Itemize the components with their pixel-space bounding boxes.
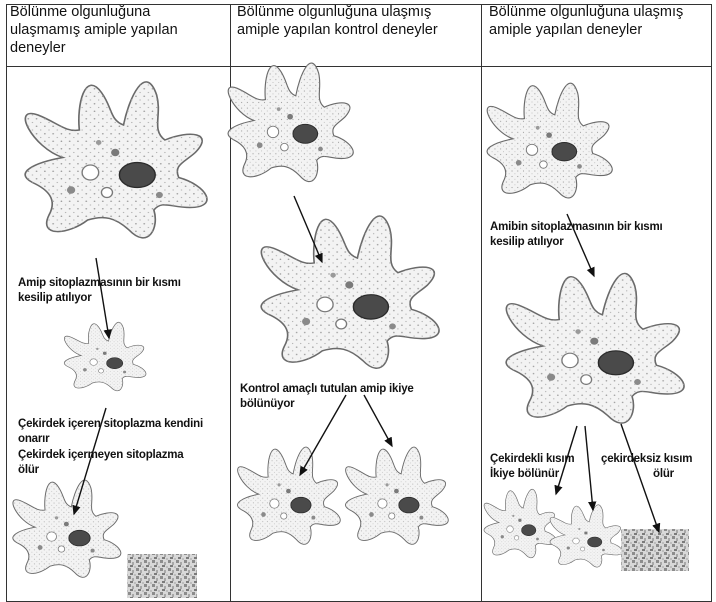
amoeba-top bbox=[228, 63, 353, 182]
amoeba-large bbox=[506, 273, 684, 423]
note-line: Çekirdek içermeyen sitoplazma bbox=[18, 448, 184, 463]
amoeba-daughter-right bbox=[550, 505, 622, 567]
note-nucleated: Çekirdek içeren sitoplazma kendini onarı… bbox=[18, 417, 203, 447]
note-line: Çekirdekli kısım bbox=[490, 452, 574, 467]
amoeba-top bbox=[487, 83, 612, 198]
anucleate-fragment bbox=[621, 529, 689, 571]
note-line: ölür bbox=[18, 463, 184, 478]
anucleate-fragment bbox=[127, 554, 197, 598]
note-line: onarır bbox=[18, 432, 203, 447]
arrow bbox=[585, 426, 593, 510]
amoeba-daughter-left bbox=[238, 447, 341, 544]
note-divide: Kontrol amaçlı tutulan amip ikiye bölünü… bbox=[240, 382, 414, 412]
note-line: ölür bbox=[601, 467, 692, 482]
amoeba-large bbox=[25, 82, 207, 238]
amoeba-daughter-left bbox=[484, 489, 556, 558]
note-line: Kontrol amaçlı tutulan amip ikiye bbox=[240, 382, 414, 397]
note-anucleate-dies: çekirdeksiz kısım ölür bbox=[601, 452, 692, 482]
note-line: kesilip atılıyor bbox=[490, 235, 663, 250]
note-anucleate: Çekirdek içermeyen sitoplazma ölür bbox=[18, 448, 184, 478]
note-line: Amip sitoplazmasının bir kısmı bbox=[18, 276, 181, 291]
note-cut: Amip sitoplazmasının bir kısmı kesilip a… bbox=[18, 276, 181, 306]
amoeba-large bbox=[261, 216, 439, 368]
note-line: İkiye bölünür bbox=[490, 467, 574, 482]
note-line: Amibin sitoplazmasının bir kısmı bbox=[490, 220, 663, 235]
note-cut: Amibin sitoplazmasının bir kısmı kesilip… bbox=[490, 220, 663, 250]
note-line: Çekirdek içeren sitoplazma kendini bbox=[18, 417, 203, 432]
note-line: kesilip atılıyor bbox=[18, 291, 181, 306]
amoeba-small bbox=[64, 322, 146, 391]
amoeba-medium bbox=[13, 480, 121, 577]
note-line: bölünüyor bbox=[240, 397, 414, 412]
note-nucleated-divides: Çekirdekli kısım İkiye bölünür bbox=[490, 452, 574, 482]
amoeba-daughter-right bbox=[346, 447, 449, 544]
note-line: çekirdeksiz kısım bbox=[601, 452, 692, 467]
